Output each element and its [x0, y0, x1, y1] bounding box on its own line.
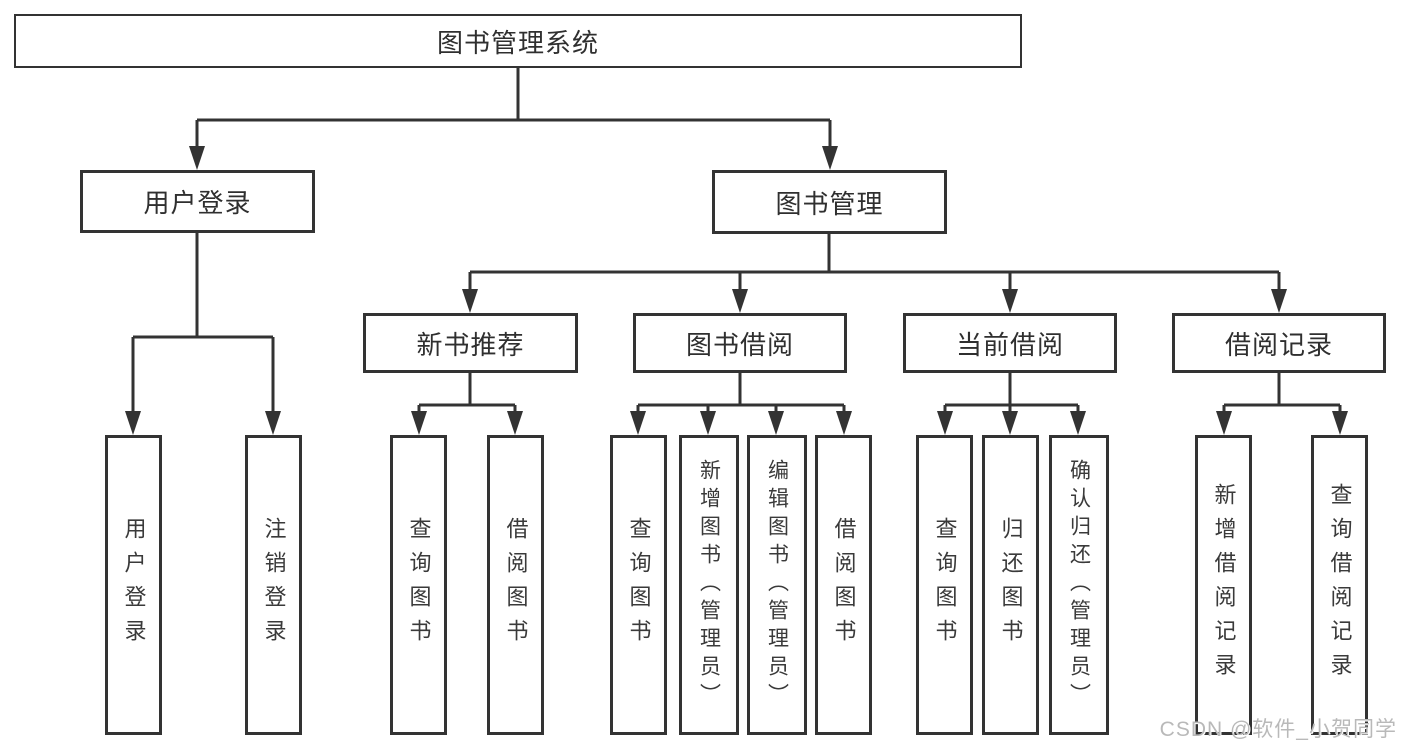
node-user-login-branch: 用户登录 — [80, 170, 315, 233]
node-system-root-label: 图书管理系统 — [436, 27, 599, 58]
leaf-recommend-borrow-books: 借阅图书 — [487, 435, 544, 735]
leaf-recommend-query-books: 查询图书 — [390, 435, 447, 735]
leaf-recommend-borrow-books-label: 借阅图书 — [503, 517, 529, 653]
leaf-borrowing-borrow-books-label: 借阅图书 — [831, 517, 857, 653]
node-borrow-records: 借阅记录 — [1172, 313, 1386, 373]
node-book-borrowing-label: 图书借阅 — [685, 329, 794, 360]
leaf-borrowing-query-books: 查询图书 — [610, 435, 667, 735]
leaf-recommend-query-books-label: 查询图书 — [406, 517, 432, 653]
leaf-return-books-label: 归还图书 — [998, 517, 1024, 653]
leaf-confirm-return-admin-label: 确认归还（管理员） — [1067, 459, 1091, 711]
leaf-add-books-admin: 新增图书（管理员） — [679, 435, 739, 735]
leaf-edit-books-admin: 编辑图书（管理员） — [747, 435, 807, 735]
leaf-query-borrow-record-label: 查询借阅记录 — [1327, 483, 1353, 687]
node-book-management-branch-label: 图书管理 — [775, 188, 884, 219]
leaf-borrowing-query-books-label: 查询图书 — [626, 517, 652, 653]
node-user-login-branch-label: 用户登录 — [143, 188, 252, 218]
node-book-borrowing: 图书借阅 — [633, 313, 847, 373]
leaf-add-books-admin-label: 新增图书（管理员） — [697, 459, 721, 711]
leaf-return-books: 归还图书 — [982, 435, 1039, 735]
leaf-logout-label: 注销登录 — [261, 517, 287, 653]
node-current-borrowing-label: 当前借阅 — [955, 329, 1064, 360]
node-new-book-recommend-label: 新书推荐 — [416, 329, 525, 360]
node-system-root: 图书管理系统 — [14, 14, 1022, 68]
node-borrow-records-label: 借阅记录 — [1224, 329, 1333, 360]
node-current-borrowing: 当前借阅 — [903, 313, 1117, 373]
leaf-confirm-return-admin: 确认归还（管理员） — [1049, 435, 1109, 735]
leaf-query-borrow-record: 查询借阅记录 — [1311, 435, 1368, 735]
leaf-add-borrow-record-label: 新增借阅记录 — [1211, 483, 1237, 687]
leaf-add-borrow-record: 新增借阅记录 — [1195, 435, 1252, 735]
leaf-current-query-books-label: 查询图书 — [932, 517, 958, 653]
leaf-current-query-books: 查询图书 — [916, 435, 973, 735]
node-new-book-recommend: 新书推荐 — [363, 313, 578, 373]
node-book-management-branch: 图书管理 — [712, 170, 947, 234]
leaf-user-login-label: 用户登录 — [121, 517, 147, 653]
leaf-borrowing-borrow-books: 借阅图书 — [815, 435, 872, 735]
leaf-user-login: 用户登录 — [105, 435, 162, 735]
leaf-logout: 注销登录 — [245, 435, 302, 735]
csdn-watermark: CSDN @软件_小贺同学 — [1159, 718, 1397, 741]
leaf-edit-books-admin-label: 编辑图书（管理员） — [765, 459, 789, 711]
